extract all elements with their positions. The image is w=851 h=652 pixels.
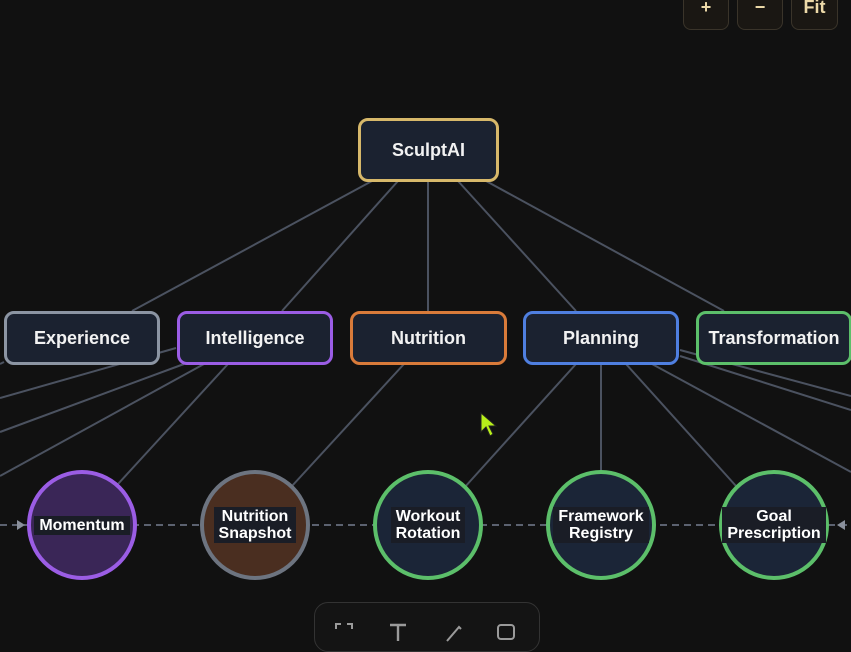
leaf-node-momentum[interactable]: Momentum <box>27 470 137 580</box>
pen-tool-icon[interactable] <box>443 621 465 643</box>
leaf-label-line: Nutrition <box>221 508 289 525</box>
leaf-node-goal-prescription[interactable]: Goal Prescription <box>719 470 829 580</box>
leaf-label-line: Goal <box>756 508 792 525</box>
leaf-label: Framework Registry <box>553 507 649 543</box>
text-tool-icon[interactable] <box>387 621 409 643</box>
leaf-label: Goal Prescription <box>722 507 826 543</box>
leaf-label: Nutrition Snapshot <box>213 507 297 543</box>
root-node[interactable]: SculptAI <box>358 118 499 182</box>
bottom-toolbar <box>314 602 540 652</box>
leaf-node-nutrition-snapshot[interactable]: Nutrition Snapshot <box>200 470 310 580</box>
leaf-label-line: Rotation <box>395 525 461 542</box>
shape-tool-icon[interactable] <box>495 621 517 643</box>
category-node-planning[interactable]: Planning <box>523 311 679 365</box>
category-node-transformation[interactable]: Transformation <box>696 311 851 365</box>
mouse-cursor-icon <box>480 412 498 437</box>
edge-layer <box>0 180 851 530</box>
leaf-label-line: Momentum <box>39 516 125 534</box>
leaf-label-line: Framework <box>558 508 644 525</box>
category-node-experience[interactable]: Experience <box>4 311 160 365</box>
zoom-out-button[interactable]: − <box>737 0 783 30</box>
leaf-node-workout-rotation[interactable]: Workout Rotation <box>373 470 483 580</box>
category-node-nutrition[interactable]: Nutrition <box>350 311 507 365</box>
leaf-label-line: Registry <box>568 525 634 542</box>
leaf-label-line: Prescription <box>727 525 821 542</box>
leaf-label-line: Snapshot <box>218 525 292 542</box>
leaf-label: Momentum <box>34 515 130 535</box>
select-tool-icon[interactable] <box>333 621 355 643</box>
leaf-node-framework-registry[interactable]: Framework Registry <box>546 470 656 580</box>
fit-view-button[interactable]: Fit <box>791 0 838 30</box>
leaf-label: Workout Rotation <box>390 507 466 543</box>
leaf-label-line: Workout <box>395 508 461 525</box>
category-node-intelligence[interactable]: Intelligence <box>177 311 333 365</box>
zoom-in-button[interactable]: + <box>683 0 729 30</box>
